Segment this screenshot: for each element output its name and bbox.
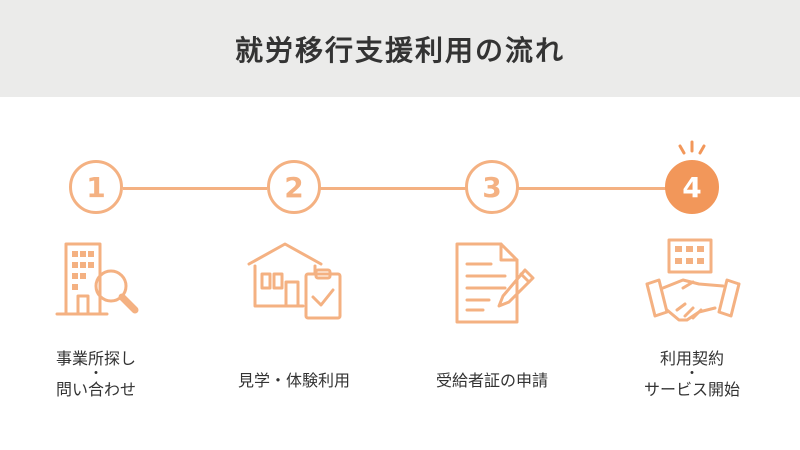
step-1-label: 事業所探し ・ 問い合わせ	[6, 348, 186, 400]
handshake-contract-icon	[645, 238, 741, 322]
step-1-label-line-2: 問い合わせ	[55, 380, 136, 399]
step-1-label-line-1: 事業所探し	[55, 349, 136, 368]
step-4-label-line-2: サービス開始	[643, 380, 740, 399]
step-4-label: 利用契約 ・ サービス開始	[602, 348, 782, 400]
step-1-circle: 1	[69, 160, 123, 214]
connector-line-1-2	[123, 187, 267, 190]
step-4-label-separator: ・	[685, 366, 699, 382]
step-1-label-separator: ・	[89, 366, 103, 382]
step-2-circle: 2	[267, 160, 321, 214]
office-building-search-icon	[55, 242, 139, 316]
step-3-label-line-1: 受給者証の申請	[435, 371, 548, 390]
step-3-circle: 3	[465, 160, 519, 214]
house-clipboard-icon	[247, 242, 342, 320]
step-4-circle: 4	[665, 160, 719, 214]
connector-line-3-4	[518, 187, 666, 190]
connector-line-2-3	[320, 187, 467, 190]
highlight-rays-icon	[678, 140, 706, 155]
step-4-label-line-1: 利用契約	[659, 349, 724, 368]
step-3-label: 受給者証の申請	[402, 370, 582, 391]
step-2-label-line-1: 見学・体験利用	[237, 371, 350, 390]
header-banner: 就労移行支援利用の流れ	[0, 0, 800, 97]
step-2-label: 見学・体験利用	[204, 370, 384, 391]
document-pen-icon	[455, 242, 535, 324]
page-title: 就労移行支援利用の流れ	[234, 33, 565, 67]
